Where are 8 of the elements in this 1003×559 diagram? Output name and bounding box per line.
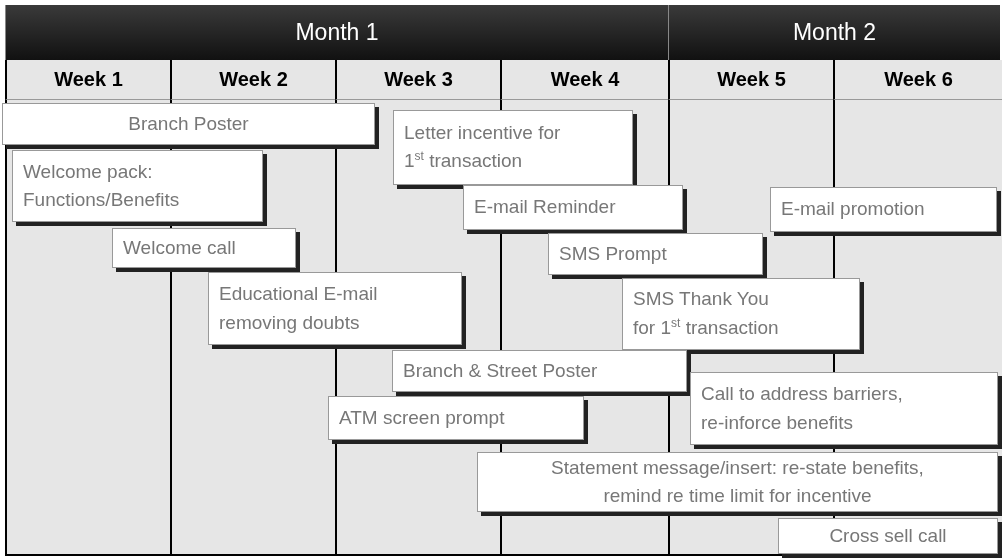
week-header: Week 5 (668, 60, 833, 100)
week-header: Week 2 (170, 60, 335, 100)
month-header: Month 2 (668, 5, 1000, 60)
week-header: Week 1 (5, 60, 170, 100)
week-header: Week 6 (833, 60, 1002, 100)
month-header: Month 1 (5, 5, 668, 60)
week-header: Week 4 (500, 60, 668, 100)
week-header: Week 3 (335, 60, 500, 100)
